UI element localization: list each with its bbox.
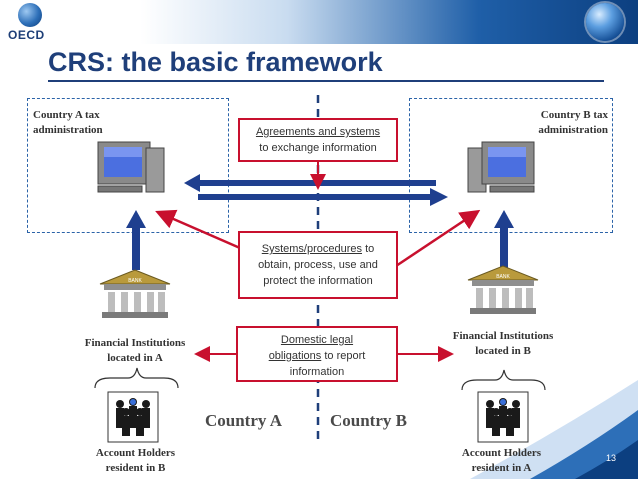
computer-icon-a — [97, 141, 165, 193]
country-a-admin-line1: Country A tax — [33, 109, 100, 121]
agreements-line1: Agreements and systems — [255, 126, 381, 138]
domestic-line2-underlined: obligations — [268, 350, 322, 362]
country-a-admin-label: Country A tax administration — [33, 108, 103, 138]
domestic-line3: information — [289, 366, 345, 378]
country-a-label: Country A — [205, 411, 282, 430]
country-b-admin-line2: administration — [538, 124, 608, 136]
country-b-holders-line1: Account Holders — [461, 447, 542, 459]
slide-title: CRS: the basic framework — [48, 47, 383, 77]
country-a-admin-line2: administration — [33, 124, 103, 136]
country-a-holders-label: Account Holders resident in B — [68, 446, 203, 476]
systems-line1-rest: to — [362, 243, 375, 255]
report-arrow-b — [494, 210, 514, 268]
country-a-holders-line1: Account Holders — [95, 447, 176, 459]
report-arrow-a — [126, 210, 146, 270]
page-number: 13 — [606, 453, 617, 463]
country-a-fi-label: Financial Institutions located in A — [50, 336, 220, 366]
people-icon-b — [477, 391, 529, 443]
logo-text: OECD — [8, 28, 45, 42]
domestic-obligations-box: Domestic legal obligations to report inf… — [236, 326, 398, 382]
domestic-line1: Domestic legal — [280, 334, 354, 346]
agreements-box: Agreements and systems to exchange infor… — [238, 118, 398, 162]
systems-line3: protect the information — [263, 275, 373, 287]
systems-line1-underlined: Systems/procedures — [261, 243, 363, 255]
bank-sign-a: BANK — [128, 278, 142, 284]
country-b-label: Country B — [330, 411, 407, 430]
country-b-fi-label: Financial Institutions located in B — [423, 329, 583, 359]
country-b-fi-line2: located in B — [475, 345, 531, 357]
globe-icon-right — [586, 3, 624, 41]
country-b-holders-label: Account Holders resident in A — [434, 446, 569, 476]
computer-icon-b — [467, 141, 535, 193]
systems-arrow-b — [395, 209, 481, 268]
bank-sign-b: BANK — [496, 274, 510, 280]
people-icon-a — [107, 391, 159, 443]
domestic-line2: obligations to report — [238, 348, 396, 364]
country-b-admin-box — [409, 98, 613, 233]
country-a-fi-line1: Financial Institutions — [84, 337, 186, 349]
oecd-logo: OECD — [8, 3, 54, 43]
exchange-arrows — [184, 174, 448, 206]
country-b-holders-line2: resident in A — [471, 462, 532, 474]
country-a-fi-line2: located in A — [107, 352, 163, 364]
agreements-line2: to exchange information — [259, 142, 377, 154]
globe-icon — [18, 3, 42, 27]
title-divider — [48, 80, 604, 82]
header-band — [0, 0, 638, 44]
country-b-admin-label: Country B tax administration — [490, 108, 608, 138]
systems-arrow-a — [155, 209, 241, 250]
country-a-holders-line2: resident in B — [105, 462, 166, 474]
systems-box: Systems/procedures to obtain, process, u… — [238, 231, 398, 299]
domestic-line2-rest: to report — [321, 350, 366, 362]
country-a-admin-box — [27, 98, 229, 233]
systems-line1: Systems/procedures to — [240, 241, 396, 257]
brace-b — [461, 369, 546, 391]
systems-line2: obtain, process, use and — [258, 259, 378, 271]
country-b-admin-line1: Country B tax — [540, 109, 608, 121]
brace-a — [94, 367, 179, 389]
bank-icon-a — [99, 269, 171, 318]
footer-wave — [470, 380, 638, 479]
bank-icon-b — [467, 265, 539, 314]
country-b-fi-line1: Financial Institutions — [452, 330, 554, 342]
